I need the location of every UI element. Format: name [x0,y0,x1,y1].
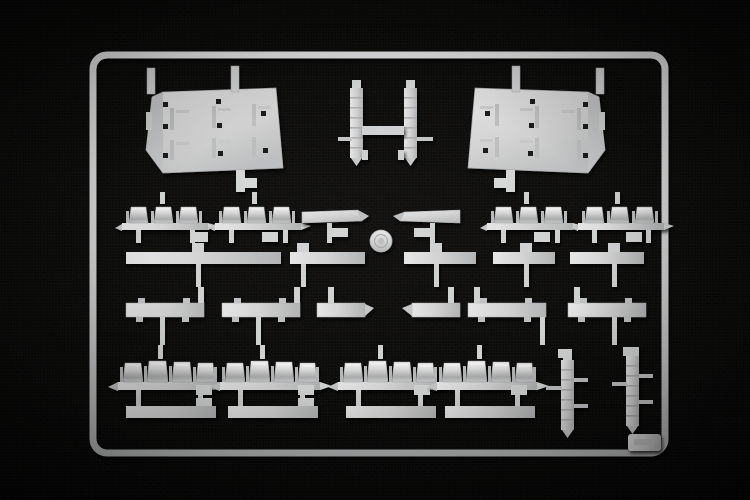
part-road-wheel-unit-1 [107,345,231,418]
part-bogie-assembly-3 [479,192,584,243]
part-corner-tab-plate [628,434,661,451]
part-bogie-assembly-1 [114,192,219,243]
part-side-skirt-rail-4 [402,287,461,318]
part-side-skirt-rail-2 [221,287,301,345]
part-fender-plate-right [393,209,461,243]
part-road-wheel-unit-3 [327,345,451,418]
part-vertical-detail-sprue-left [546,349,588,438]
part-side-skirt-rail-5 [467,287,547,345]
part-torsion-bar-strip-left [338,80,363,166]
part-side-skirt-rail-6 [567,287,647,345]
part-hull-floor-panel-right [467,65,606,192]
part-hull-floor-panel-left [145,65,284,192]
part-bogie-assembly-2 [207,192,312,243]
part-vertical-detail-sprue-right [612,347,653,434]
part-road-wheel-unit-2 [209,345,333,418]
part-side-skirt-rail-3 [316,287,374,318]
ejector-pin-disc [369,229,393,253]
part-side-skirt-rail-1 [125,287,205,345]
part-bogie-assembly-4 [570,192,675,243]
part-fender-plate-left [301,209,369,243]
part-torsion-bar-strip-right [404,80,433,166]
